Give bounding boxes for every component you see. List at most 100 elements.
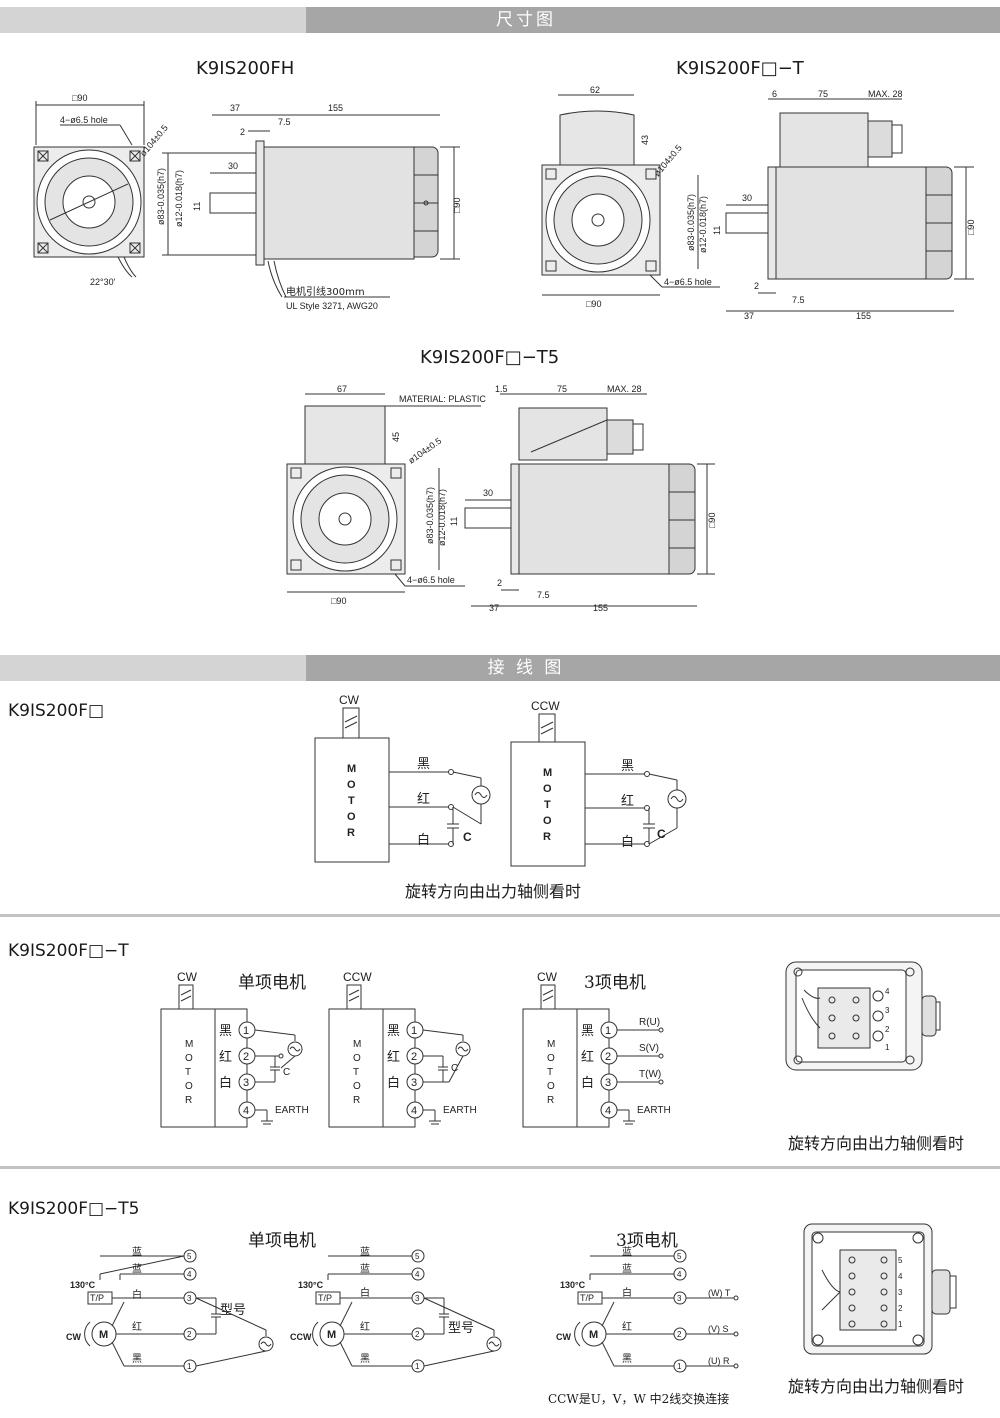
t1-white: 白: [219, 1075, 232, 1091]
ft5-l11: 11: [449, 517, 459, 526]
t3-motor-r: R: [547, 1095, 554, 1106]
t-terminal-box: 4 3 2 1: [785, 961, 941, 1071]
f-ccw-cap: C: [657, 827, 666, 841]
t5b-tp: T/P: [318, 1293, 332, 1303]
wiring-t5-diagram: 蓝 蓝 白 红 黑 130°C T/P M CW 5 4 3 2 1 型号 蓝 …: [66, 1246, 739, 1373]
ft-title: K9IS200F□−T: [676, 58, 804, 79]
fh-d12: ø12-0.018(h7): [174, 170, 184, 227]
f-ccw-white: 白: [621, 834, 634, 850]
t1-motor-r: R: [185, 1095, 192, 1106]
t5c-black: 黑: [622, 1353, 632, 1365]
t2-motor-t: T: [353, 1067, 359, 1078]
t5b-n5: 5: [415, 1252, 420, 1261]
f-caption: 旋转方向由出力轴侧看时: [405, 882, 582, 901]
fh-l37: 37: [230, 103, 240, 113]
t3-motor-m: M: [547, 1039, 555, 1050]
t-caption: 旋转方向由出力轴侧看时: [788, 1134, 965, 1153]
fh-title: K9IS200FH: [196, 58, 295, 79]
fh-l155: 155: [328, 103, 343, 113]
t5c-n3: 3: [677, 1294, 682, 1303]
t5b-n3: 3: [415, 1294, 420, 1303]
f-ccw-label: CCW: [531, 699, 560, 713]
t5b-red: 红: [360, 1320, 370, 1333]
t2-earth: EARTH: [443, 1105, 477, 1116]
t5a-m: M: [99, 1329, 108, 1341]
t5c-n4: 4: [677, 1270, 682, 1279]
ft-side90: □90: [966, 220, 976, 235]
t-three-cw-label: CW: [537, 970, 558, 984]
t5c-n1: 1: [677, 1362, 682, 1371]
t5a-n3: 3: [187, 1294, 192, 1303]
t5b-m: M: [327, 1329, 336, 1341]
ft5-sq90: □90: [331, 596, 346, 606]
t5a-model: 型号: [220, 1303, 246, 1318]
f-ccw-motor-o: O: [543, 783, 552, 795]
t5-caption: 旋转方向由出力轴侧看时: [788, 1377, 965, 1396]
fh-l30: 30: [228, 161, 238, 171]
tb-t-n4: 4: [885, 987, 890, 996]
t5a-n5: 5: [187, 1252, 192, 1261]
tb-t-n2: 2: [885, 1025, 890, 1034]
tb-t5-n2: 2: [898, 1304, 903, 1313]
t-cw-label: CW: [177, 970, 198, 984]
ft-l2: 2: [754, 281, 759, 291]
t3-n1: 1: [605, 1025, 611, 1037]
ft-w62: 62: [590, 85, 600, 95]
ft5-material: MATERIAL: PLASTIC: [399, 394, 486, 404]
ft5-side90: □90: [707, 513, 717, 528]
t5a-blue2: 蓝: [132, 1263, 142, 1275]
t2-motor-o: O: [353, 1053, 361, 1064]
f-ccw-black: 黑: [621, 759, 634, 774]
t5-three-title: 3项电机: [616, 1231, 678, 1251]
ft5-drawing: 67 MATERIAL: PLASTIC 45 ø104±0.5 □90 4−ø…: [286, 384, 717, 613]
ft5-l30: 30: [483, 488, 493, 498]
ft-l155: 155: [856, 311, 871, 321]
t1-n4: 4: [243, 1105, 249, 1117]
f-cw-red: 红: [417, 791, 430, 807]
fh-side90: □90: [452, 198, 462, 213]
t5-single-title: 单项电机: [248, 1231, 316, 1251]
t5c-wt: (W) T: [708, 1288, 731, 1298]
f-motor-m: M: [347, 763, 356, 775]
ft5-d83: ø83-0.035(h7): [425, 487, 435, 544]
fh-lead1: 电机引线300mm: [286, 285, 365, 298]
t5-terminal-box: 5 4 3 2 1: [803, 1223, 957, 1355]
ft5-l15: 1.5: [495, 384, 508, 394]
t5b-model: 型号: [448, 1321, 474, 1336]
t1-motor-o: O: [185, 1053, 193, 1064]
t2-motor-o2: O: [353, 1081, 361, 1092]
f-ccw-motor-o2: O: [543, 815, 552, 827]
t5a-temp: 130°C: [70, 1280, 96, 1290]
banner-dark-part: 尺寸图: [306, 7, 1000, 33]
t2-n3: 3: [411, 1077, 417, 1089]
divider-1: [0, 914, 1000, 917]
ft5-l75: 75: [557, 384, 567, 394]
t5c-temp: 130°C: [560, 1280, 586, 1290]
t2-cap: C: [451, 1063, 458, 1074]
t3-sv: S(V): [639, 1043, 659, 1054]
t5a-tp: T/P: [90, 1293, 104, 1303]
t3-motor-t: T: [547, 1067, 553, 1078]
t5a-black: 黑: [132, 1353, 142, 1365]
ft-l75s: 7.5: [792, 295, 805, 305]
section-t-label: K9IS200F□−T: [8, 941, 129, 961]
wiring-title: 接 线 图: [487, 658, 565, 678]
t5c-blue2: 蓝: [622, 1263, 632, 1275]
t3-motor-o: O: [547, 1053, 555, 1064]
ft-drawing: 62 43 ø104±0.5 □90 4−ø6.5 hole 6 75 MAX.…: [541, 85, 976, 321]
t5c-n5: 5: [677, 1252, 682, 1261]
dimensions-banner: 尺寸图: [0, 7, 1000, 33]
t3-n4: 4: [605, 1105, 611, 1117]
wiring-t-diagram: CW M O T O R 黑 红 白 1 2 3 4 C EARTH CCW M…: [160, 970, 671, 1128]
t1-motor-m: M: [185, 1039, 193, 1050]
t3-motor-o2: O: [547, 1081, 555, 1092]
t1-red: 红: [219, 1049, 232, 1065]
t1-motor-o2: O: [185, 1081, 193, 1092]
t5c-white: 白: [622, 1286, 632, 1299]
t5b-temp: 130°C: [298, 1280, 324, 1290]
ft-sq90: □90: [586, 299, 601, 309]
t2-n2: 2: [411, 1051, 417, 1063]
f-cw-label: CW: [339, 693, 360, 707]
ft-max28: MAX. 28: [868, 89, 903, 99]
